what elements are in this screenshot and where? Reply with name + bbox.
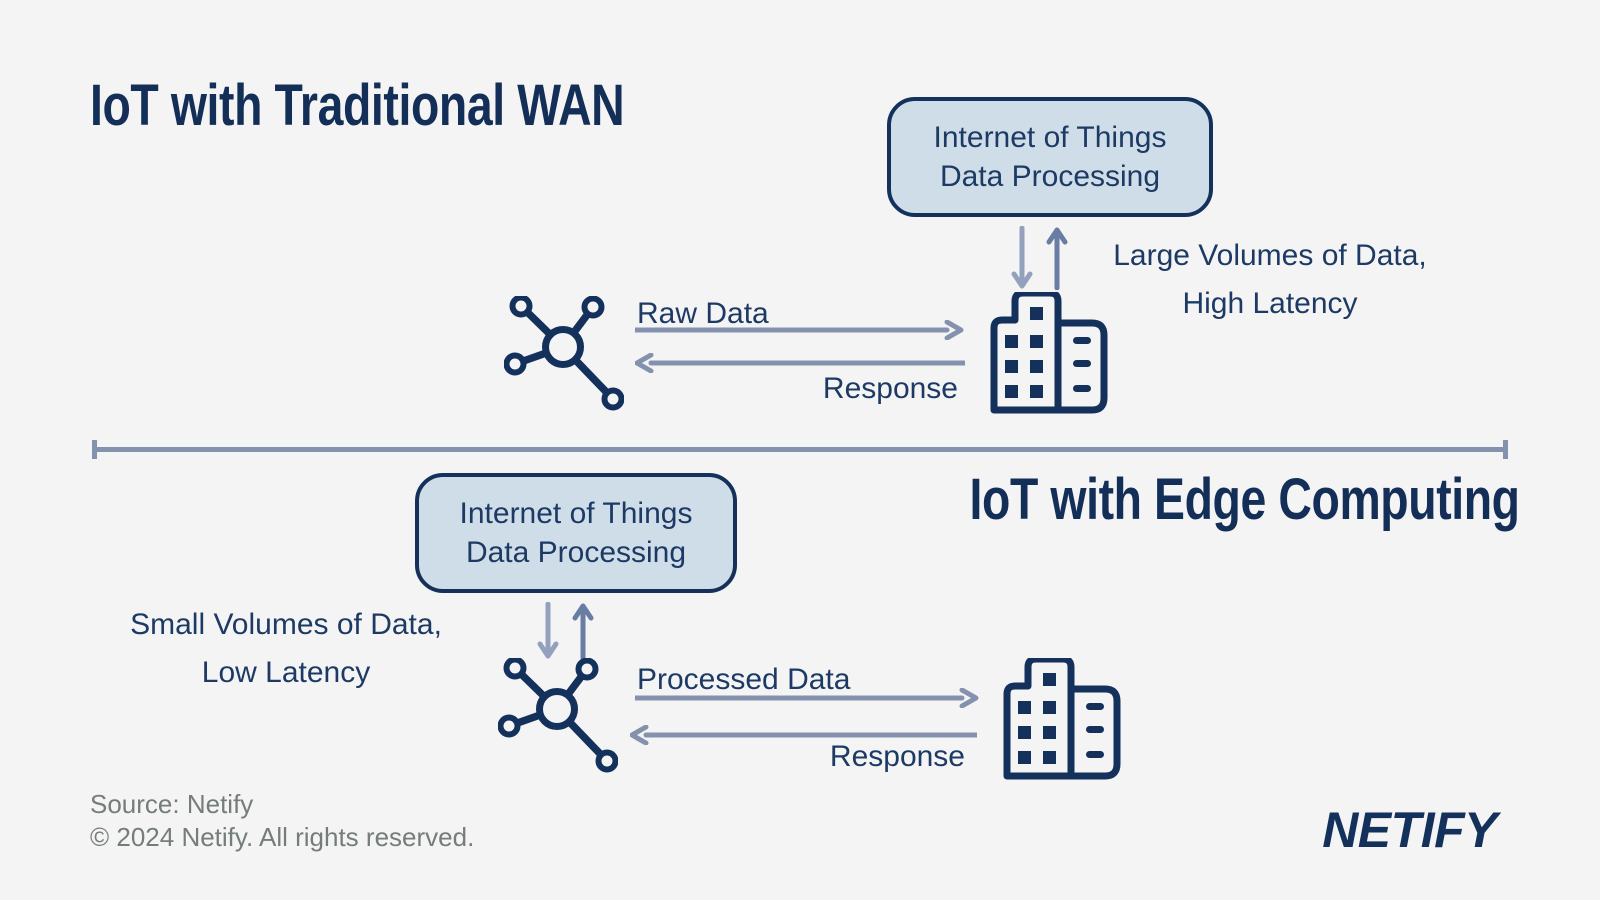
volume-note-top: Large Volumes of Data, High Latency [1080, 232, 1460, 328]
volume-note-bottom-line1: Small Volumes of Data, [130, 608, 442, 641]
iot-data-processing-box-bottom: Internet of Things Data Processing [415, 473, 737, 593]
processing-box-line1: Internet of Things [933, 121, 1167, 154]
iot-network-icon [498, 658, 618, 773]
raw-data-arrow-icon [635, 320, 964, 340]
processed-data-arrow-icon [635, 688, 979, 708]
up-down-arrows-icon [537, 602, 594, 660]
iot-data-processing-box-top: Internet of Things Data Processing [887, 97, 1213, 217]
building-icon-top [990, 292, 1108, 414]
section-title-traditional-wan: IoT with Traditional WAN [90, 73, 625, 138]
iot-network-icon [504, 296, 624, 411]
response-label-bottom: Response [829, 740, 965, 773]
volume-note-top-line1: Large Volumes of Data, [1113, 239, 1427, 272]
processing-box-line2: Data Processing [939, 160, 1161, 193]
processing-box-line1: Internet of Things [459, 497, 693, 530]
building-icon-bottom [1003, 658, 1121, 780]
processed-data-label: Processed Data [637, 663, 851, 696]
up-down-arrows-icon [1011, 226, 1068, 290]
processing-box-line2: Data Processing [465, 536, 687, 569]
volume-note-top-line2: High Latency [1182, 287, 1358, 320]
section-divider [92, 440, 1508, 459]
source-text: Source: Netify [90, 789, 254, 819]
volume-note-bottom: Small Volumes of Data, Low Latency [96, 601, 476, 697]
volume-note-bottom-line2: Low Latency [201, 656, 371, 689]
response-label-top: Response [822, 372, 958, 405]
netify-logo: NETIFY [1322, 802, 1497, 858]
response-arrow-icon-top [635, 353, 965, 373]
response-arrow-icon-bottom [630, 725, 977, 745]
section-title-edge-computing: IoT with Edge Computing [969, 467, 1520, 532]
raw-data-label: Raw Data [637, 297, 769, 330]
copyright-text: © 2024 Netify. All rights reserved. [90, 822, 475, 852]
